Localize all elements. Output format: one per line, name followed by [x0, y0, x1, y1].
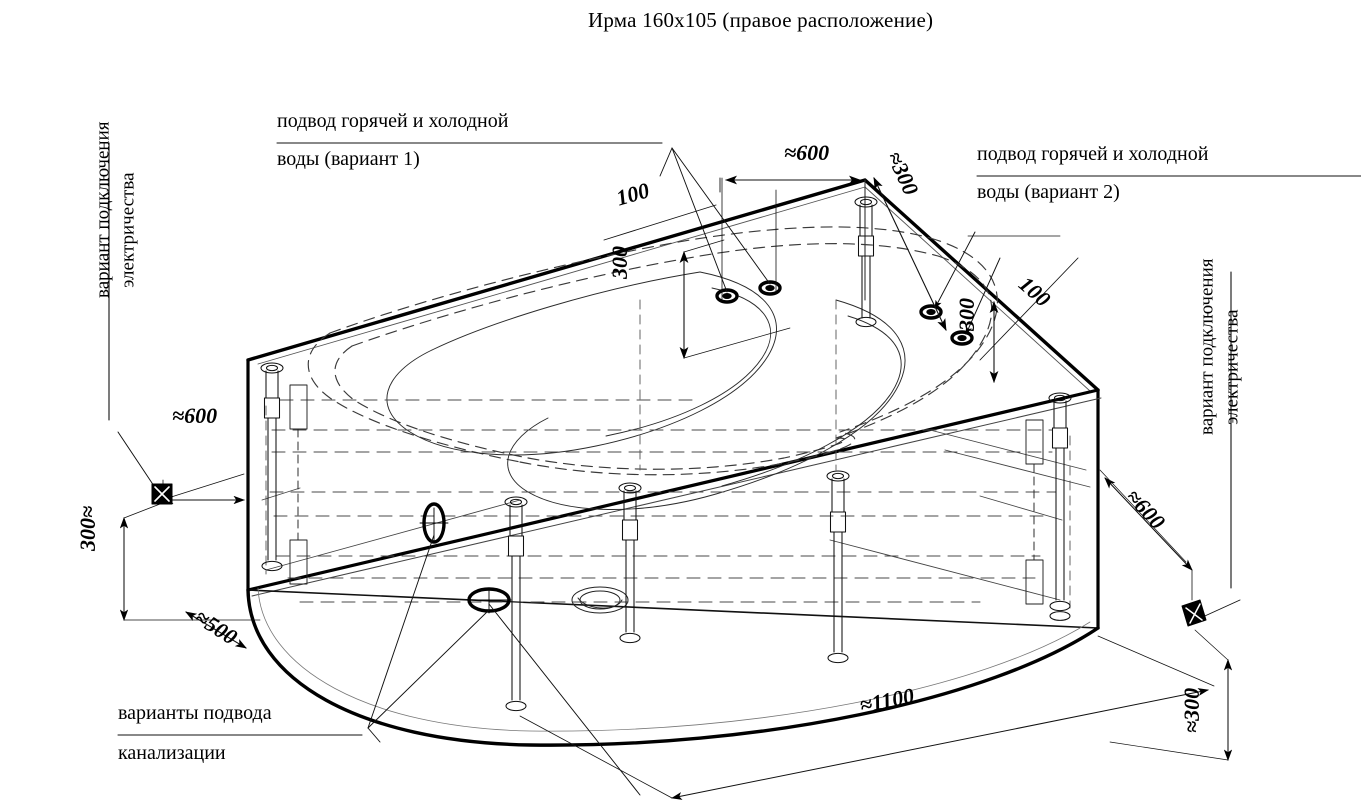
callout-electric-left-line2: электричества	[117, 172, 139, 288]
callout-water-variant2-line1: подвод горячей и холодной	[977, 143, 1209, 165]
callout-water-variant2-line2: воды (вариант 2)	[977, 181, 1120, 203]
water-inlet-markers	[715, 280, 974, 346]
callout-electric-right-line1: вариант подключения	[1196, 258, 1218, 436]
callout-electric-right-line2: электричества	[1221, 309, 1243, 425]
callout-sewer-line1: варианты подвода	[118, 702, 272, 724]
dimension-left-300: 300≈	[75, 505, 100, 551]
outlet-right-symbol	[1181, 599, 1207, 627]
outlet-left-symbol	[151, 483, 173, 505]
drain-markers	[419, 502, 512, 614]
dimension-left-600: ≈600	[172, 403, 218, 428]
callout-electric-left-line1: вариант подключения	[92, 121, 114, 299]
dimension-inner-right-300: 300	[954, 298, 979, 331]
callout-sewer-line2: канализации	[118, 742, 226, 764]
callout-water-variant1-line1: подвод горячей и холодной	[277, 110, 509, 132]
callout-water-variant1-line2: воды (вариант 1)	[277, 148, 420, 170]
dimension-right-300: ≈300	[1179, 687, 1204, 733]
drawing-title: Ирма 160х105 (правое расположение)	[588, 8, 934, 32]
dimension-top-600: ≈600	[784, 140, 830, 165]
dimension-inner-left-300: 300	[607, 246, 632, 279]
